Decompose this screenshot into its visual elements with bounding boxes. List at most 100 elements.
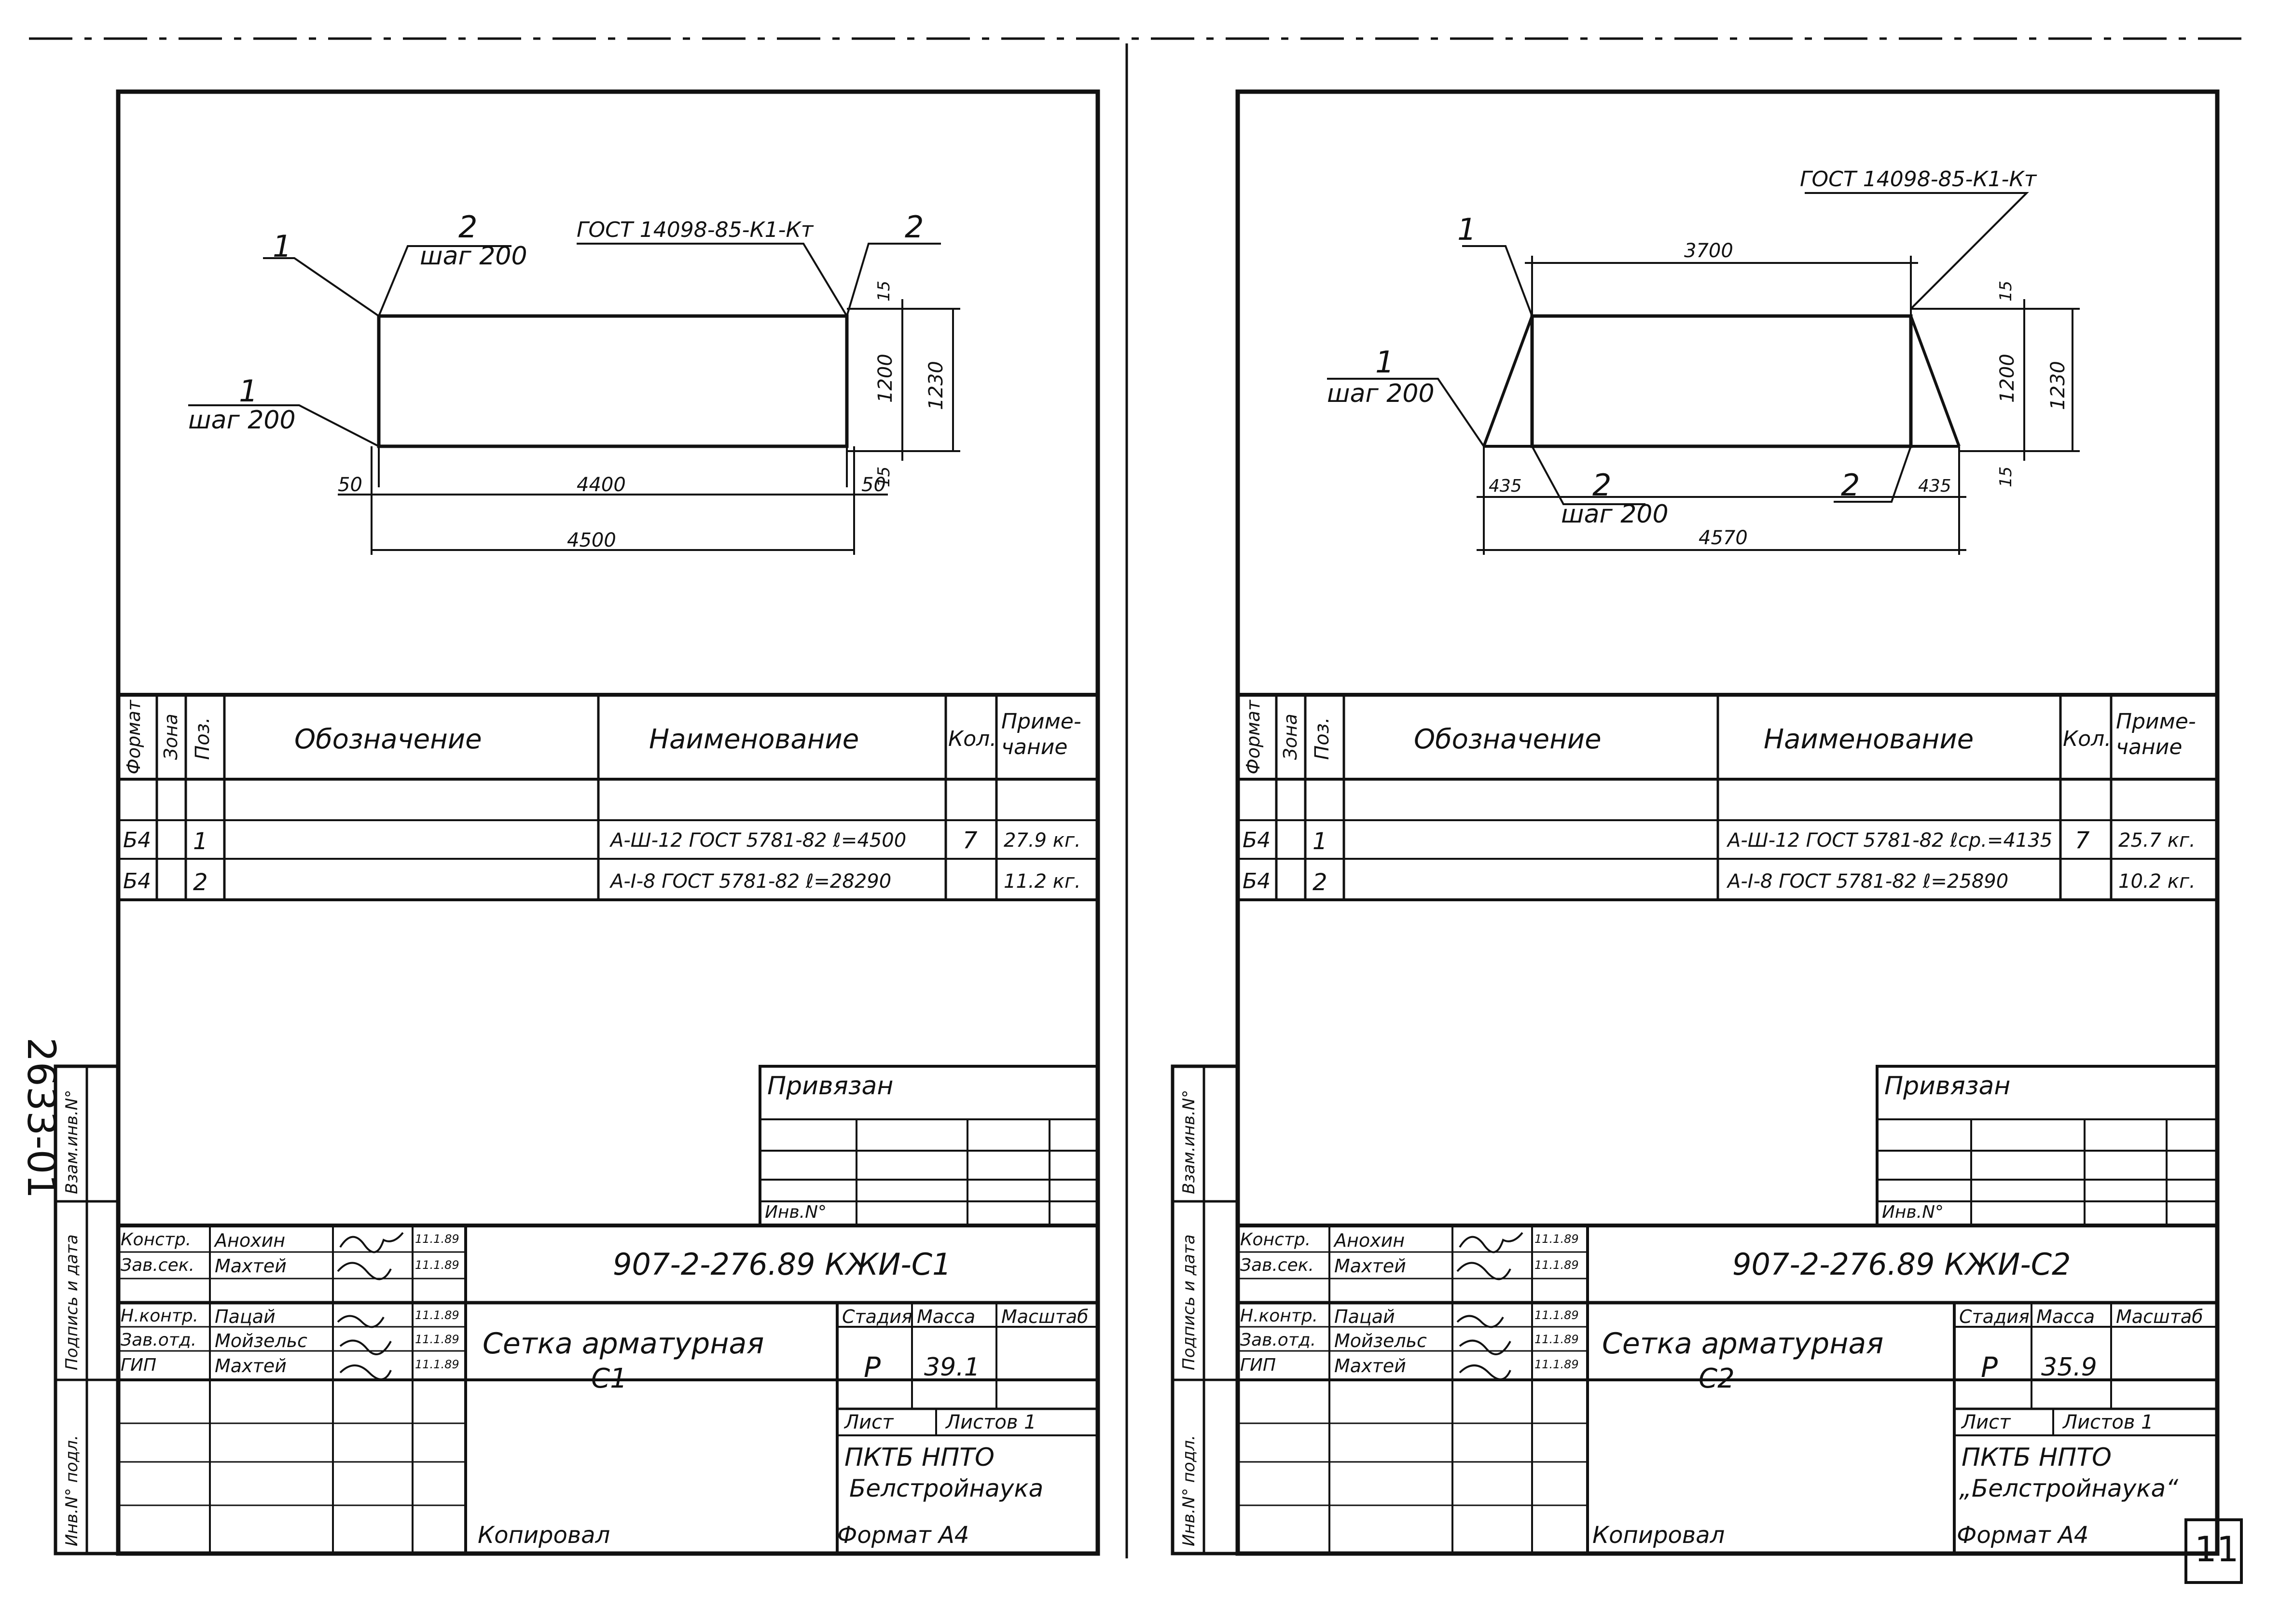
signer-name: Анохин — [1334, 1230, 1405, 1251]
signer-name: Мойзельс — [215, 1330, 307, 1351]
spec-header-format: Формат — [123, 700, 144, 774]
spec-header-pos: Поз. — [192, 717, 214, 760]
dim-1200: 1200 — [874, 354, 897, 403]
scale-label: Масштаб — [2116, 1306, 2203, 1327]
sheets-count-label: Листов 1 — [2063, 1411, 2154, 1433]
spec-row-1-pos: 1 — [1313, 828, 1327, 855]
mass-label: Масса — [2036, 1306, 2095, 1327]
dim-435-right: 435 — [1918, 476, 1951, 496]
signer-date: 11.1.89 — [415, 1333, 459, 1346]
mark-1-top: 1 — [273, 229, 292, 264]
signer-name: Махтей — [215, 1255, 287, 1277]
signer-role: Зав.сек. — [121, 1255, 194, 1275]
step-1-bottom: шаг 200 — [188, 406, 296, 435]
signer-name: Мойзельс — [1334, 1330, 1427, 1351]
signer-role: Зав.сек. — [1240, 1255, 1314, 1275]
step-2-top: шаг 200 — [420, 242, 527, 271]
spec-header-designation: Обозначение — [1414, 724, 1602, 755]
drawing-title-mark: С2 — [1699, 1363, 1735, 1394]
copied-label: Копировал — [1592, 1522, 1725, 1549]
spec-row-1-name: А-Ш-12 ГОСТ 5781-82 ℓср.=4135 — [1727, 829, 2053, 852]
spec-header-name: Наименование — [1764, 724, 1974, 755]
dim-435-left: 435 — [1489, 476, 1522, 496]
spec-row-1-note: 25.7 кг. — [2118, 829, 2196, 852]
spec-row-2-pos: 2 — [1313, 869, 1327, 896]
signer-role: Констр. — [1240, 1230, 1311, 1250]
document-number: 907-2-276.89 КЖИ-С2 — [1732, 1247, 2071, 1282]
stage-label: Стадия — [842, 1306, 912, 1327]
mark-2-top: 2 — [458, 209, 478, 245]
spec-header-zone: Зона — [160, 714, 181, 760]
dim-1230: 1230 — [925, 361, 947, 410]
spec-header-qty: Кол. — [2063, 727, 2112, 751]
gost-label: ГОСТ 14098-85-К1-Кт — [1800, 167, 2037, 192]
spec-header-name: Наименование — [649, 724, 859, 755]
spec-row-2-note: 10.2 кг. — [2118, 870, 2196, 893]
spec-row-1-pos: 1 — [193, 828, 208, 855]
spec-header-qty: Кол. — [948, 727, 997, 751]
signer-name: Махтей — [215, 1355, 287, 1376]
spec-row-2-pos: 2 — [193, 869, 208, 896]
stamp-inv-replace: Взам.инв.N° — [62, 1089, 82, 1194]
step-1-bottom: шаг 200 — [1327, 379, 1435, 408]
mass-value: 39.1 — [924, 1353, 980, 1382]
spec-row-2-format: Б4 — [1243, 869, 1271, 894]
mass-value: 35.9 — [2041, 1353, 2097, 1382]
signer-date: 11.1.89 — [1534, 1232, 1579, 1246]
signer-name: Махтей — [1334, 1255, 1406, 1277]
spec-row-1-format: Б4 — [123, 828, 152, 853]
spec-row-1-qty: 7 — [2075, 827, 2090, 854]
scale-label: Масштаб — [1001, 1306, 1089, 1327]
sheet-label: Лист — [844, 1411, 894, 1433]
document-number: 907-2-276.89 КЖИ-С1 — [613, 1247, 952, 1282]
drawing-title-mark: С1 — [591, 1363, 627, 1394]
stage-value: Р — [1981, 1351, 1998, 1384]
spec-header-designation: Обозначение — [294, 724, 482, 755]
page-number: 11 — [2195, 1529, 2239, 1569]
gost-label: ГОСТ 14098-85-К1-Кт — [577, 218, 814, 242]
spec-header-zone: Зона — [1280, 714, 1301, 760]
signer-role: Зав.отд. — [121, 1330, 197, 1350]
mark-2-right: 2 — [905, 209, 924, 245]
stamp-sign-date: Подпись и дата — [62, 1234, 82, 1370]
format-label: Формат А4 — [837, 1522, 969, 1549]
signer-date: 11.1.89 — [1534, 1333, 1579, 1346]
sheet-label: Лист — [1962, 1411, 2011, 1433]
spec-row-2-note: 11.2 кг. — [1004, 870, 1081, 893]
signer-name: Пацай — [1334, 1306, 1395, 1327]
spec-header-pos: Поз. — [1311, 717, 1333, 760]
spec-row-1-format: Б4 — [1243, 828, 1271, 853]
inv-label: Инв.N° — [1882, 1202, 1944, 1222]
dim-50-left: 50 — [338, 474, 362, 496]
dim-4500: 4500 — [567, 529, 616, 551]
spec-header-note: Приме-чание — [2116, 709, 2196, 759]
signer-role: Н.контр. — [121, 1306, 199, 1326]
step-2-bottom: шаг 200 — [1561, 500, 1669, 529]
signer-date: 11.1.89 — [415, 1258, 459, 1272]
organization-line-1: ПКТБ НПТО — [844, 1443, 995, 1472]
spec-header-format: Формат — [1243, 700, 1264, 774]
spec-header-note: Приме-чание — [1001, 709, 1081, 759]
signer-date: 11.1.89 — [415, 1308, 459, 1322]
dim-50-right: 50 — [861, 474, 886, 496]
dim-1200: 1200 — [1996, 354, 2018, 403]
format-label: Формат А4 — [1957, 1522, 2089, 1549]
dim-15-top: 15 — [874, 280, 894, 302]
privyazan-label: Привязан — [1884, 1072, 2011, 1101]
album-code: 2633-01 — [19, 1037, 64, 1199]
signer-name: Пацай — [215, 1306, 276, 1327]
organization-line-1: ПКТБ НПТО — [1962, 1443, 2112, 1472]
sheets-count-label: Листов 1 — [946, 1411, 1036, 1433]
spec-row-2-name: А-I-8 ГОСТ 5781-82 ℓ=28290 — [610, 870, 892, 893]
spec-row-1-qty: 7 — [963, 827, 978, 854]
dim-1230: 1230 — [2047, 361, 2069, 410]
dim-15-bottom: 15 — [1996, 466, 2016, 487]
signer-date: 11.1.89 — [1534, 1308, 1579, 1322]
signer-role: ГИП — [1240, 1355, 1276, 1375]
organization-line-2: Белстройнаука — [849, 1474, 1044, 1502]
mark-1-bottom: 1 — [239, 373, 258, 409]
privyazan-label: Привязан — [767, 1072, 894, 1101]
signer-date: 11.1.89 — [1534, 1258, 1579, 1272]
signer-role: Констр. — [121, 1230, 192, 1250]
